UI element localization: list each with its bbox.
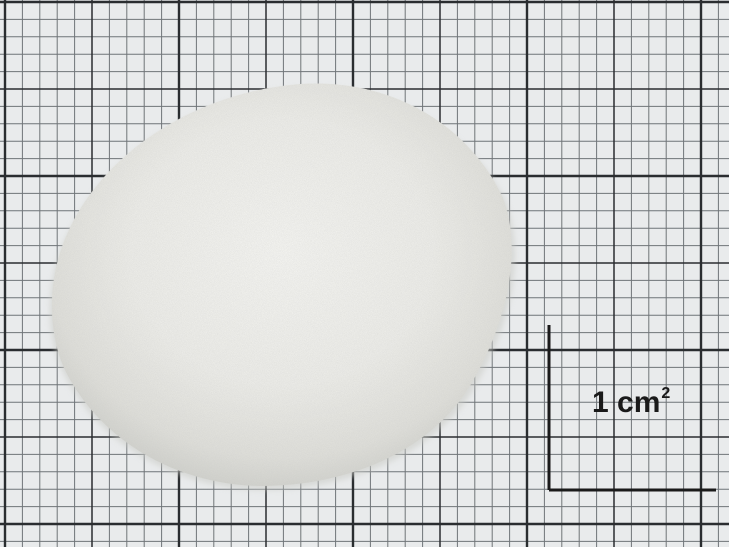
scale-bar-exponent: 2 xyxy=(661,385,671,402)
scale-bar-value: 1 cm xyxy=(592,386,661,419)
scale-bar-label: 1 cm2 xyxy=(592,385,671,425)
powder-pile xyxy=(49,83,516,490)
scale-bar xyxy=(547,325,716,492)
